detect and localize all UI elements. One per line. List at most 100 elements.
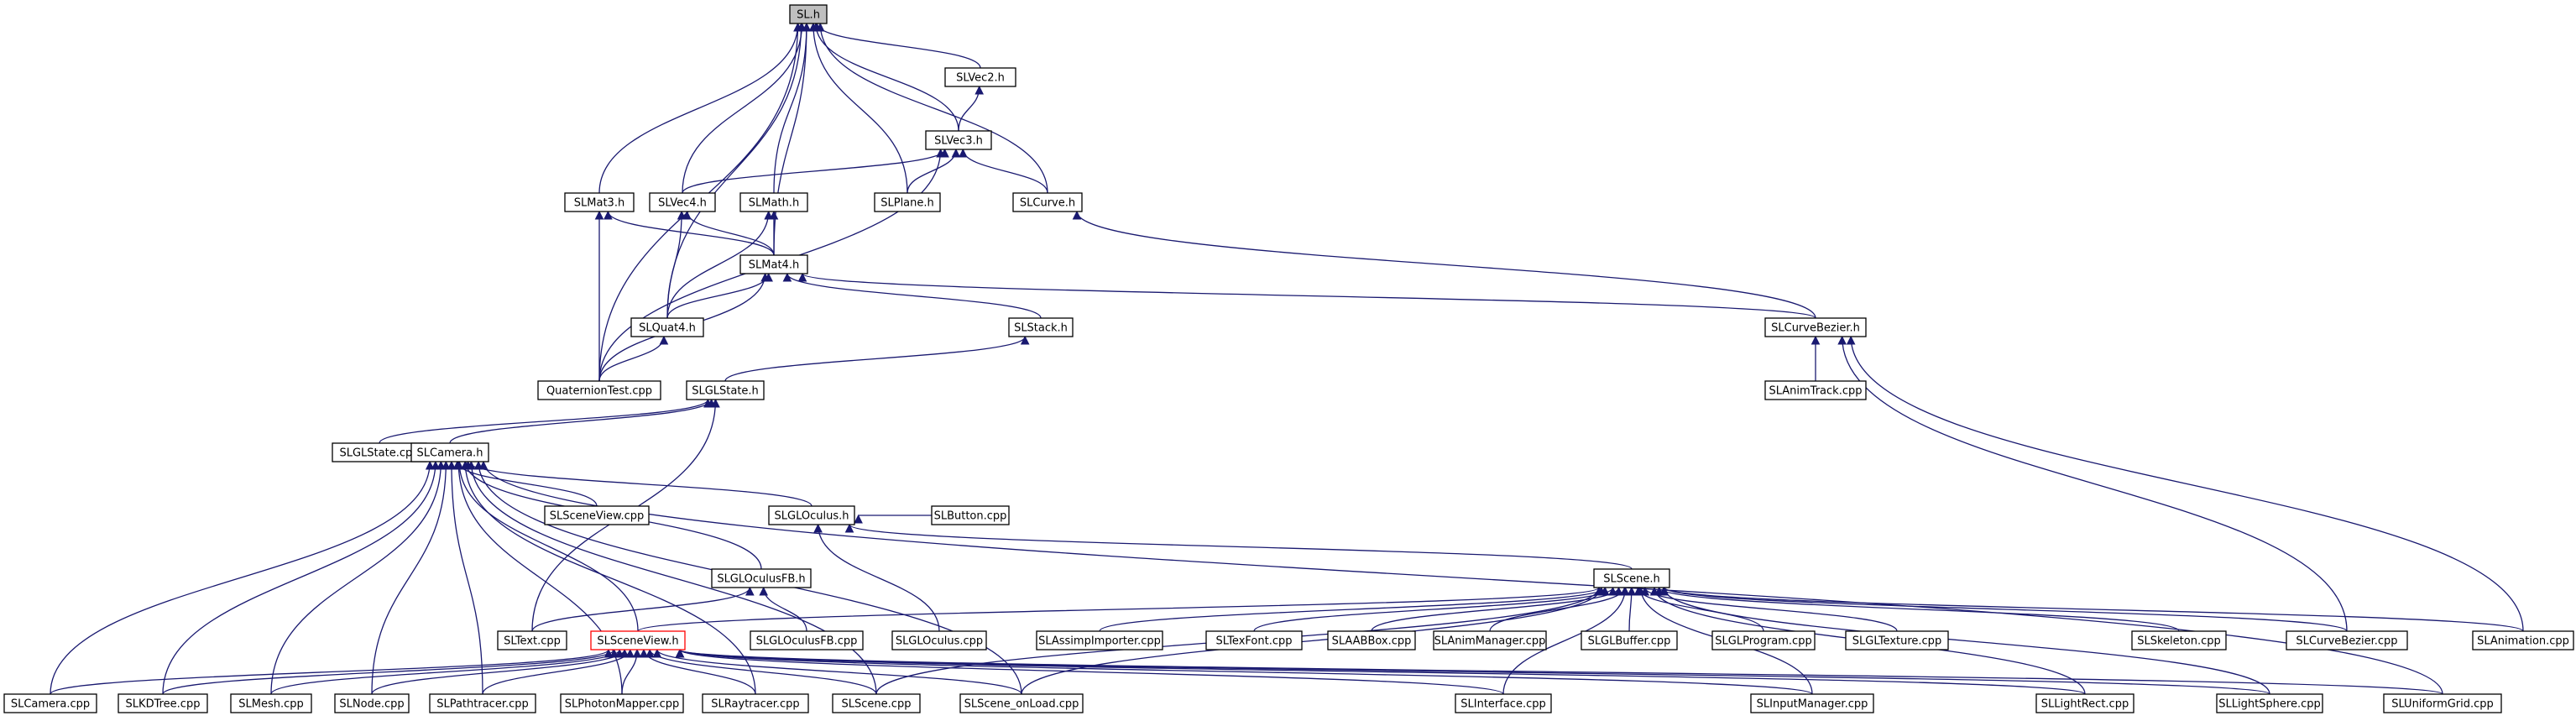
- node-label-slkdtree: SLKDTree.cpp: [126, 698, 201, 711]
- edge-slmath-to-slh: [773, 23, 807, 194]
- node-box-slcurvebezier: [1764, 317, 1867, 337]
- edge-slsceneviewh-to-slcamerah: [458, 461, 639, 632]
- node-slcurvebeziercpp[interactable]: SLCurveBezier.cpp: [2286, 630, 2408, 650]
- node-label-slphotonmapper: SLPhotonMapper.cpp: [565, 698, 679, 711]
- edge-slgloculuscpp-to-slgloculush: [817, 524, 940, 632]
- node-slanimtrack[interactable]: SLAnimTrack.cpp: [1764, 380, 1867, 400]
- node-box-slraytracer: [702, 693, 809, 713]
- node-sltexfont[interactable]: SLTexFont.cpp: [1205, 630, 1303, 650]
- node-box-slsceneh: [1593, 568, 1670, 588]
- node-box-slvec2: [944, 67, 1016, 87]
- node-slassimp[interactable]: SLAssimpImporter.cpp: [1036, 630, 1163, 650]
- node-label-sltext: SLText.cpp: [504, 635, 561, 648]
- edge-slmat4-to-slmat3: [607, 211, 775, 256]
- node-slglbuffer[interactable]: SLGLBuffer.cpp: [1581, 630, 1678, 650]
- edge-slskeleton-to-slsceneh: [1658, 587, 2180, 632]
- arrowhead-sltext-to-slgloculusfbh: [745, 586, 755, 596]
- node-slraytracer[interactable]: SLRaytracer.cpp: [702, 693, 809, 713]
- node-slcurvebezier[interactable]: SLCurveBezier.h: [1764, 317, 1867, 337]
- node-box-slinputmanager: [1750, 693, 1874, 713]
- edge-slglstateh-to-slstack: [724, 336, 1026, 382]
- arrowhead-slcurve-to-slh: [815, 22, 825, 32]
- node-slmath[interactable]: SLMath.h: [739, 192, 808, 212]
- node-slsceneviewcpp[interactable]: SLSceneView.cpp: [544, 505, 650, 525]
- node-slquat4[interactable]: SLQuat4.h: [630, 317, 704, 337]
- node-slanimation[interactable]: SLAnimation.cpp: [2472, 630, 2574, 650]
- node-label-slcurve: SLCurve.h: [1020, 197, 1075, 210]
- node-slbutton[interactable]: SLButton.cpp: [931, 505, 1010, 525]
- node-slgltexture[interactable]: SLGLTexture.cpp: [1845, 630, 1949, 650]
- node-slgloculuscpp[interactable]: SLGLOculus.cpp: [891, 630, 987, 650]
- node-slsceneviewh[interactable]: SLSceneView.h: [590, 630, 686, 650]
- edge-sllightrect-to-slsceneviewh: [679, 649, 2086, 695]
- node-slmat4[interactable]: SLMat4.h: [739, 254, 808, 274]
- edge-sllightsphere-to-slsceneh: [1663, 587, 2270, 695]
- edge-slkdtree-to-slcamerah: [162, 461, 436, 695]
- node-slmat3[interactable]: SLMat3.h: [564, 192, 635, 212]
- edge-quaterniontest-to-slquat4: [598, 336, 665, 382]
- edge-slvec4-to-slvec3: [682, 149, 946, 194]
- node-box-slskeleton: [2131, 630, 2227, 650]
- arrowhead-slphotonmapper-to-slsceneviewh: [632, 648, 642, 658]
- node-slcamerah[interactable]: SLCamera.h: [410, 442, 489, 462]
- node-sltext[interactable]: SLText.cpp: [497, 630, 567, 650]
- edge-slmesh-to-slcamerah: [270, 461, 442, 695]
- node-slaabbox[interactable]: SLAABBox.cpp: [1327, 630, 1416, 650]
- arrowhead-slcurve-to-slvec3: [958, 148, 968, 158]
- node-slgloculusfbcpp[interactable]: SLGLOculusFB.cpp: [750, 630, 864, 650]
- node-label-slglbuffer: SLGLBuffer.cpp: [1588, 635, 1671, 648]
- node-slplane[interactable]: SLPlane.h: [874, 192, 941, 212]
- node-sluniformgrid[interactable]: SLUniformGrid.cpp: [2383, 693, 2502, 713]
- node-slskeleton[interactable]: SLSkeleton.cpp: [2131, 630, 2227, 650]
- node-label-slscenecpp: SLScene.cpp: [842, 698, 912, 711]
- edge-slquat4-to-slvec4: [666, 211, 682, 319]
- node-slvec2[interactable]: SLVec2.h: [944, 67, 1016, 87]
- node-slcurve[interactable]: SLCurve.h: [1012, 192, 1083, 212]
- node-label-slplane: SLPlane.h: [880, 197, 934, 210]
- node-sllightsphere[interactable]: SLLightSphere.cpp: [2216, 693, 2323, 713]
- arrowhead-slbutton-to-slgloculush: [854, 514, 863, 524]
- node-slinputmanager[interactable]: SLInputManager.cpp: [1750, 693, 1874, 713]
- node-slgloculush[interactable]: SLGLOculus.h: [768, 505, 855, 525]
- arrowhead-slpathtracer-to-slcamerah: [447, 460, 457, 470]
- arrowhead-quaterniontest-to-slmat3: [594, 210, 604, 220]
- node-slh[interactable]: SL.h: [789, 4, 828, 24]
- edge-slscenecpp-to-slcamerah: [470, 461, 877, 695]
- node-slanimmanager[interactable]: SLAnimManager.cpp: [1433, 630, 1547, 650]
- node-slinterface[interactable]: SLInterface.cpp: [1455, 693, 1552, 713]
- arrowhead-slglbuffer-to-slsceneh: [1627, 586, 1637, 596]
- node-slstack[interactable]: SLStack.h: [1008, 317, 1074, 337]
- node-slgloculusfbh[interactable]: SLGLOculusFB.h: [711, 568, 812, 588]
- node-slglstatecpp[interactable]: SLGLState.cpp: [332, 442, 427, 462]
- node-slmesh[interactable]: SLMesh.cpp: [230, 693, 312, 713]
- arrowhead-slkdtree-to-slcamerah: [431, 460, 441, 470]
- edge-slpathtracer-to-slcamerah: [451, 461, 483, 695]
- node-slglstateh[interactable]: SLGLState.h: [686, 380, 765, 400]
- node-slscenecpp[interactable]: SLScene.cpp: [832, 693, 921, 713]
- node-slphotonmapper[interactable]: SLPhotonMapper.cpp: [560, 693, 684, 713]
- arrowhead-slscenecpp-to-slcamerah: [467, 460, 476, 470]
- node-label-slh: SL.h: [797, 9, 820, 22]
- node-slsceneh[interactable]: SLScene.h: [1593, 568, 1670, 588]
- node-slsceneonload[interactable]: SLScene_onLoad.cpp: [959, 693, 1084, 713]
- arrowhead-quaterniontest-to-slh: [793, 22, 802, 32]
- node-quaterniontest[interactable]: QuaternionTest.cpp: [537, 380, 661, 400]
- arrowhead-quaterniontest-to-slquat4: [659, 335, 669, 345]
- arrowhead-slglstateh-to-slstack: [1020, 335, 1030, 345]
- node-label-slgloculush: SLGLOculus.h: [775, 510, 849, 523]
- node-label-slgloculusfbh: SLGLOculusFB.h: [717, 573, 805, 586]
- node-slvec3[interactable]: SLVec3.h: [925, 130, 992, 150]
- node-slkdtree[interactable]: SLKDTree.cpp: [118, 693, 208, 713]
- node-box-slscenecpp: [832, 693, 921, 713]
- node-slpathtracer[interactable]: SLPathtracer.cpp: [429, 693, 536, 713]
- node-slcameracpp[interactable]: SLCamera.cpp: [3, 693, 97, 713]
- node-slnode[interactable]: SLNode.cpp: [334, 693, 410, 713]
- node-slglprogram[interactable]: SLGLProgram.cpp: [1711, 630, 1816, 650]
- node-sllightrect[interactable]: SLLightRect.cpp: [2035, 693, 2134, 713]
- edge-slmat4-to-slh: [773, 23, 807, 256]
- edge-slnode-to-slcamerah: [371, 461, 447, 695]
- node-label-slpathtracer: SLPathtracer.cpp: [436, 698, 529, 711]
- edge-slsceneonload-to-slsceneh: [1021, 587, 1602, 695]
- node-slvec4[interactable]: SLVec4.h: [649, 192, 716, 212]
